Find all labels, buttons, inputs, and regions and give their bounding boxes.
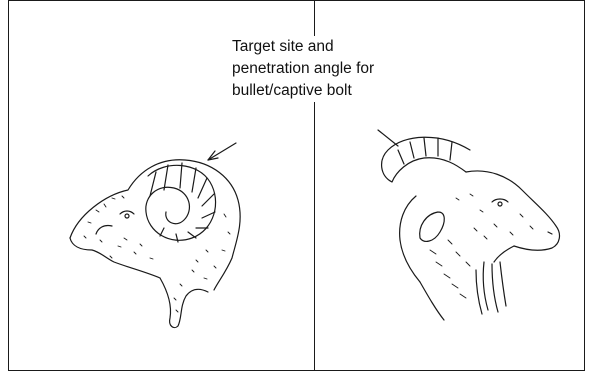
goat-head-icon xyxy=(382,137,560,320)
caption-line: penetration angle for xyxy=(232,58,492,80)
caption-line: bullet/captive bolt xyxy=(232,80,492,102)
arrow-icon xyxy=(378,130,398,146)
caption: Target site and penetration angle for bu… xyxy=(230,36,494,102)
caption-line: Target site and xyxy=(232,36,492,58)
sheep-head-icon xyxy=(70,160,240,328)
arrow-icon xyxy=(208,143,236,160)
